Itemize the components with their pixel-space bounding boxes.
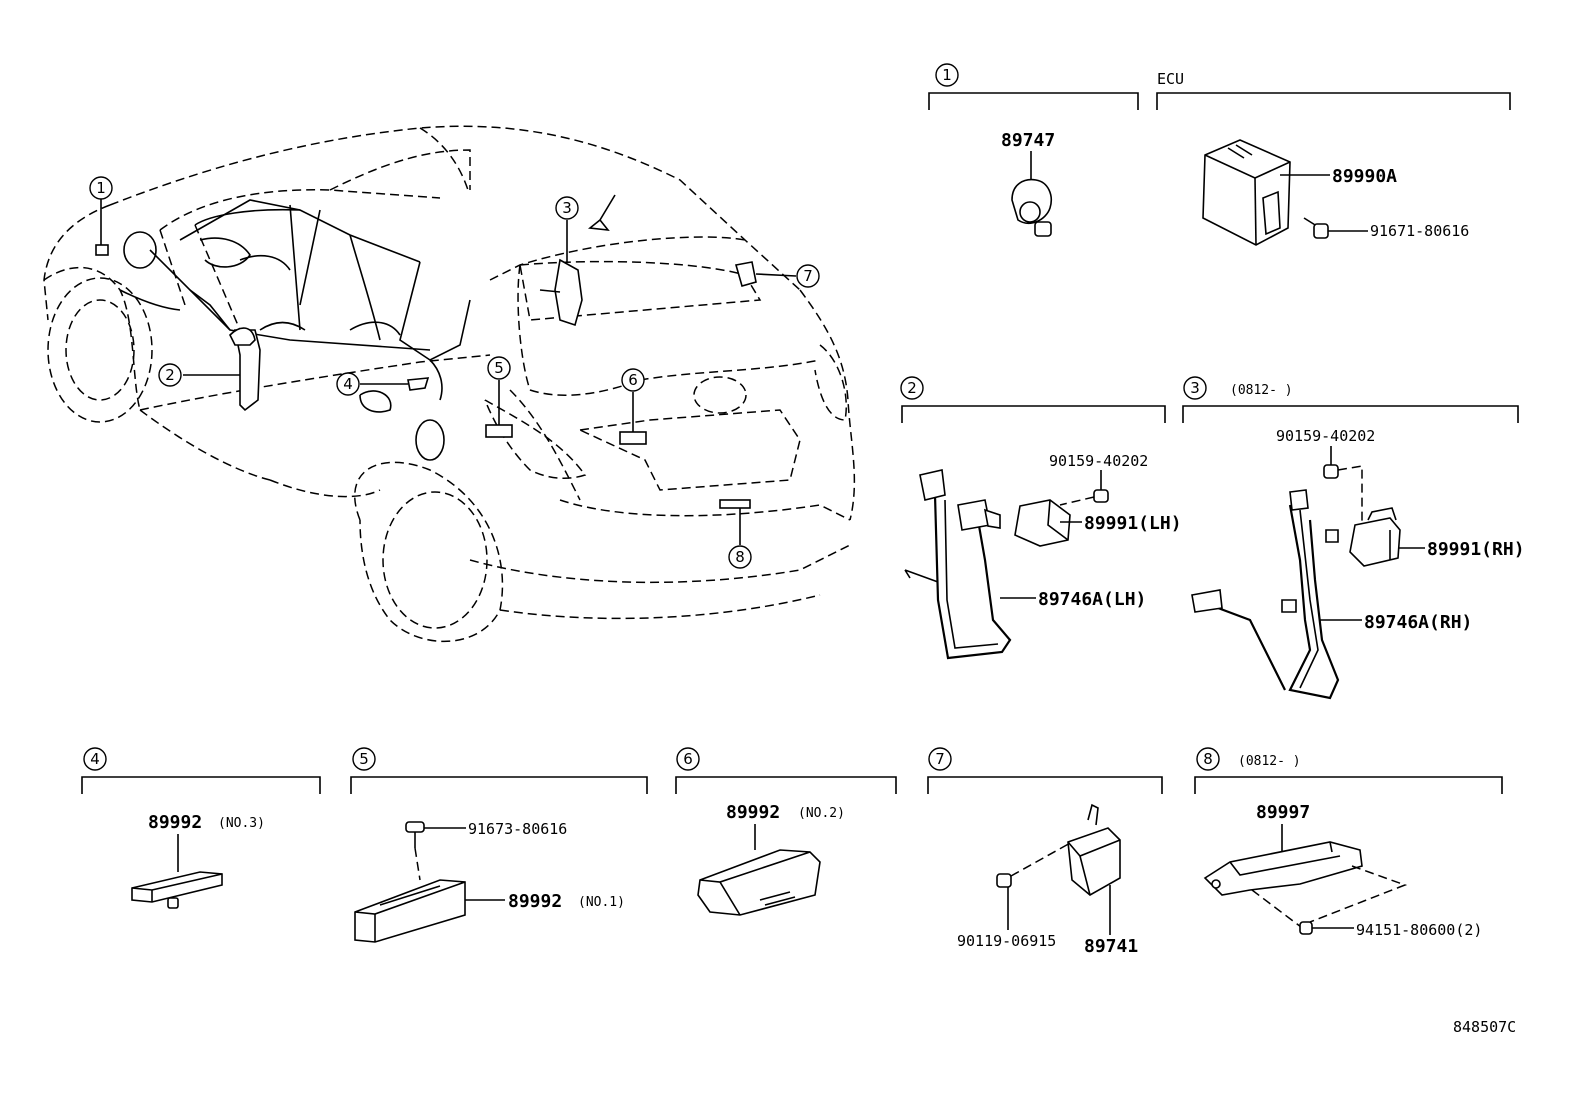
part-number-91671-80616: 91671-80616 (1370, 222, 1469, 240)
section-6: 6 89992 (NO.2) (675, 747, 897, 916)
car-callout-7: 7 (796, 264, 820, 288)
part-number-89747: 89747 (1001, 130, 1055, 151)
part-number-89992-no1: 89992 (508, 891, 562, 912)
part-number-89746a-lh: 89746A(LH) (1038, 589, 1146, 610)
part-number-89746a-rh: 89746A(RH) (1364, 612, 1472, 633)
part-89746a-lh-drawing (904, 469, 1012, 660)
part-number-91673-80616: 91673-80616 (468, 820, 567, 838)
part-number-94151-80600: 94151-80600(2) (1356, 921, 1482, 939)
car-callout-1: 1 (89, 176, 113, 200)
part-89991-rh-drawing (1349, 507, 1401, 567)
svg-text:8: 8 (735, 548, 745, 566)
part-89997-drawing (1203, 841, 1363, 896)
part-number-89992-no3: 89992 (148, 812, 202, 833)
svg-text:2: 2 (907, 379, 917, 397)
bolt-90159-lh-drawing (1059, 489, 1109, 506)
svg-text:1: 1 (96, 179, 106, 197)
part-number-90119-06915: 90119-06915 (957, 932, 1056, 950)
car-callout-5: 5 (487, 356, 511, 380)
bolt-90119-drawing (996, 841, 1073, 888)
part-89992-no3-drawing (131, 871, 223, 909)
section-ecu: ECU 89990A 91671-80616 (1156, 70, 1511, 246)
note-no1: (NO.1) (578, 895, 625, 910)
svg-text:5: 5 (494, 359, 504, 377)
section-2: 2 90159-40202 89991(LH) 89746A(LH) (900, 376, 1182, 660)
car-illustration (43, 125, 856, 643)
svg-text:7: 7 (803, 267, 813, 285)
part-89991-lh-drawing (1014, 499, 1071, 547)
part-number-90159-40202-rh: 90159-40202 (1276, 427, 1375, 445)
note-no3: (NO.3) (218, 816, 265, 831)
part-number-89997: 89997 (1256, 802, 1310, 823)
svg-text:5: 5 (359, 750, 369, 768)
svg-text:1: 1 (942, 66, 952, 84)
section-3-date-range: (0812- ) (1230, 383, 1293, 398)
part-89741-drawing (1067, 803, 1121, 896)
part-number-89741: 89741 (1084, 936, 1138, 957)
svg-text:8: 8 (1203, 750, 1213, 768)
car-callout-6: 6 (621, 368, 645, 392)
section-3: 3 (0812- ) 90159-40202 89991(RH) 89746A(… (1182, 376, 1525, 700)
svg-text:3: 3 (1190, 379, 1200, 397)
diagram-code: 848507C (1453, 1018, 1516, 1036)
section-1: 1 89747 (928, 63, 1139, 237)
svg-text:3: 3 (562, 199, 572, 217)
car-component-markers (95, 198, 797, 545)
svg-text:6: 6 (628, 371, 638, 389)
nut-94151-drawing (1251, 865, 1408, 935)
part-number-89992-no2: 89992 (726, 802, 780, 823)
section-7: 7 90119-06915 89741 (927, 747, 1163, 957)
part-89990a-drawing (1202, 139, 1291, 246)
part-number-89990a: 89990A (1332, 166, 1397, 187)
bolt-90159-rh-drawing (1323, 464, 1363, 530)
part-number-90159-40202-lh: 90159-40202 (1049, 452, 1148, 470)
section-8: 8 (0812- ) 89997 94151-80600(2) (1194, 747, 1503, 939)
part-number-89991-lh: 89991(LH) (1084, 513, 1182, 534)
part-89746a-rh-drawing (1191, 489, 1340, 700)
bolt-91673-drawing (405, 821, 425, 881)
svg-text:7: 7 (935, 750, 945, 768)
part-89747-drawing (1011, 178, 1052, 237)
car-callout-2: 2 (158, 363, 182, 387)
svg-text:6: 6 (683, 750, 693, 768)
part-number-89991-rh: 89991(RH) (1427, 539, 1525, 560)
car-callout-4: 4 (336, 372, 360, 396)
svg-text:2: 2 (165, 366, 175, 384)
bolt-91671-drawing (1303, 217, 1329, 239)
car-callouts: 1 2 3 4 5 6 7 8 (89, 176, 820, 569)
part-89992-no2-drawing (697, 849, 821, 916)
car-callout-8: 8 (728, 545, 752, 569)
ecu-label: ECU (1157, 70, 1184, 88)
car-callout-3: 3 (555, 196, 579, 220)
section-5: 5 91673-80616 89992 (NO.1) (350, 747, 648, 943)
part-89992-no1-drawing (354, 879, 466, 943)
note-no2: (NO.2) (798, 806, 845, 821)
section-4: 4 89992 (NO.3) (81, 747, 321, 909)
svg-text:4: 4 (343, 375, 353, 393)
section-8-date-range: (0812- ) (1238, 754, 1301, 769)
svg-text:4: 4 (90, 750, 100, 768)
